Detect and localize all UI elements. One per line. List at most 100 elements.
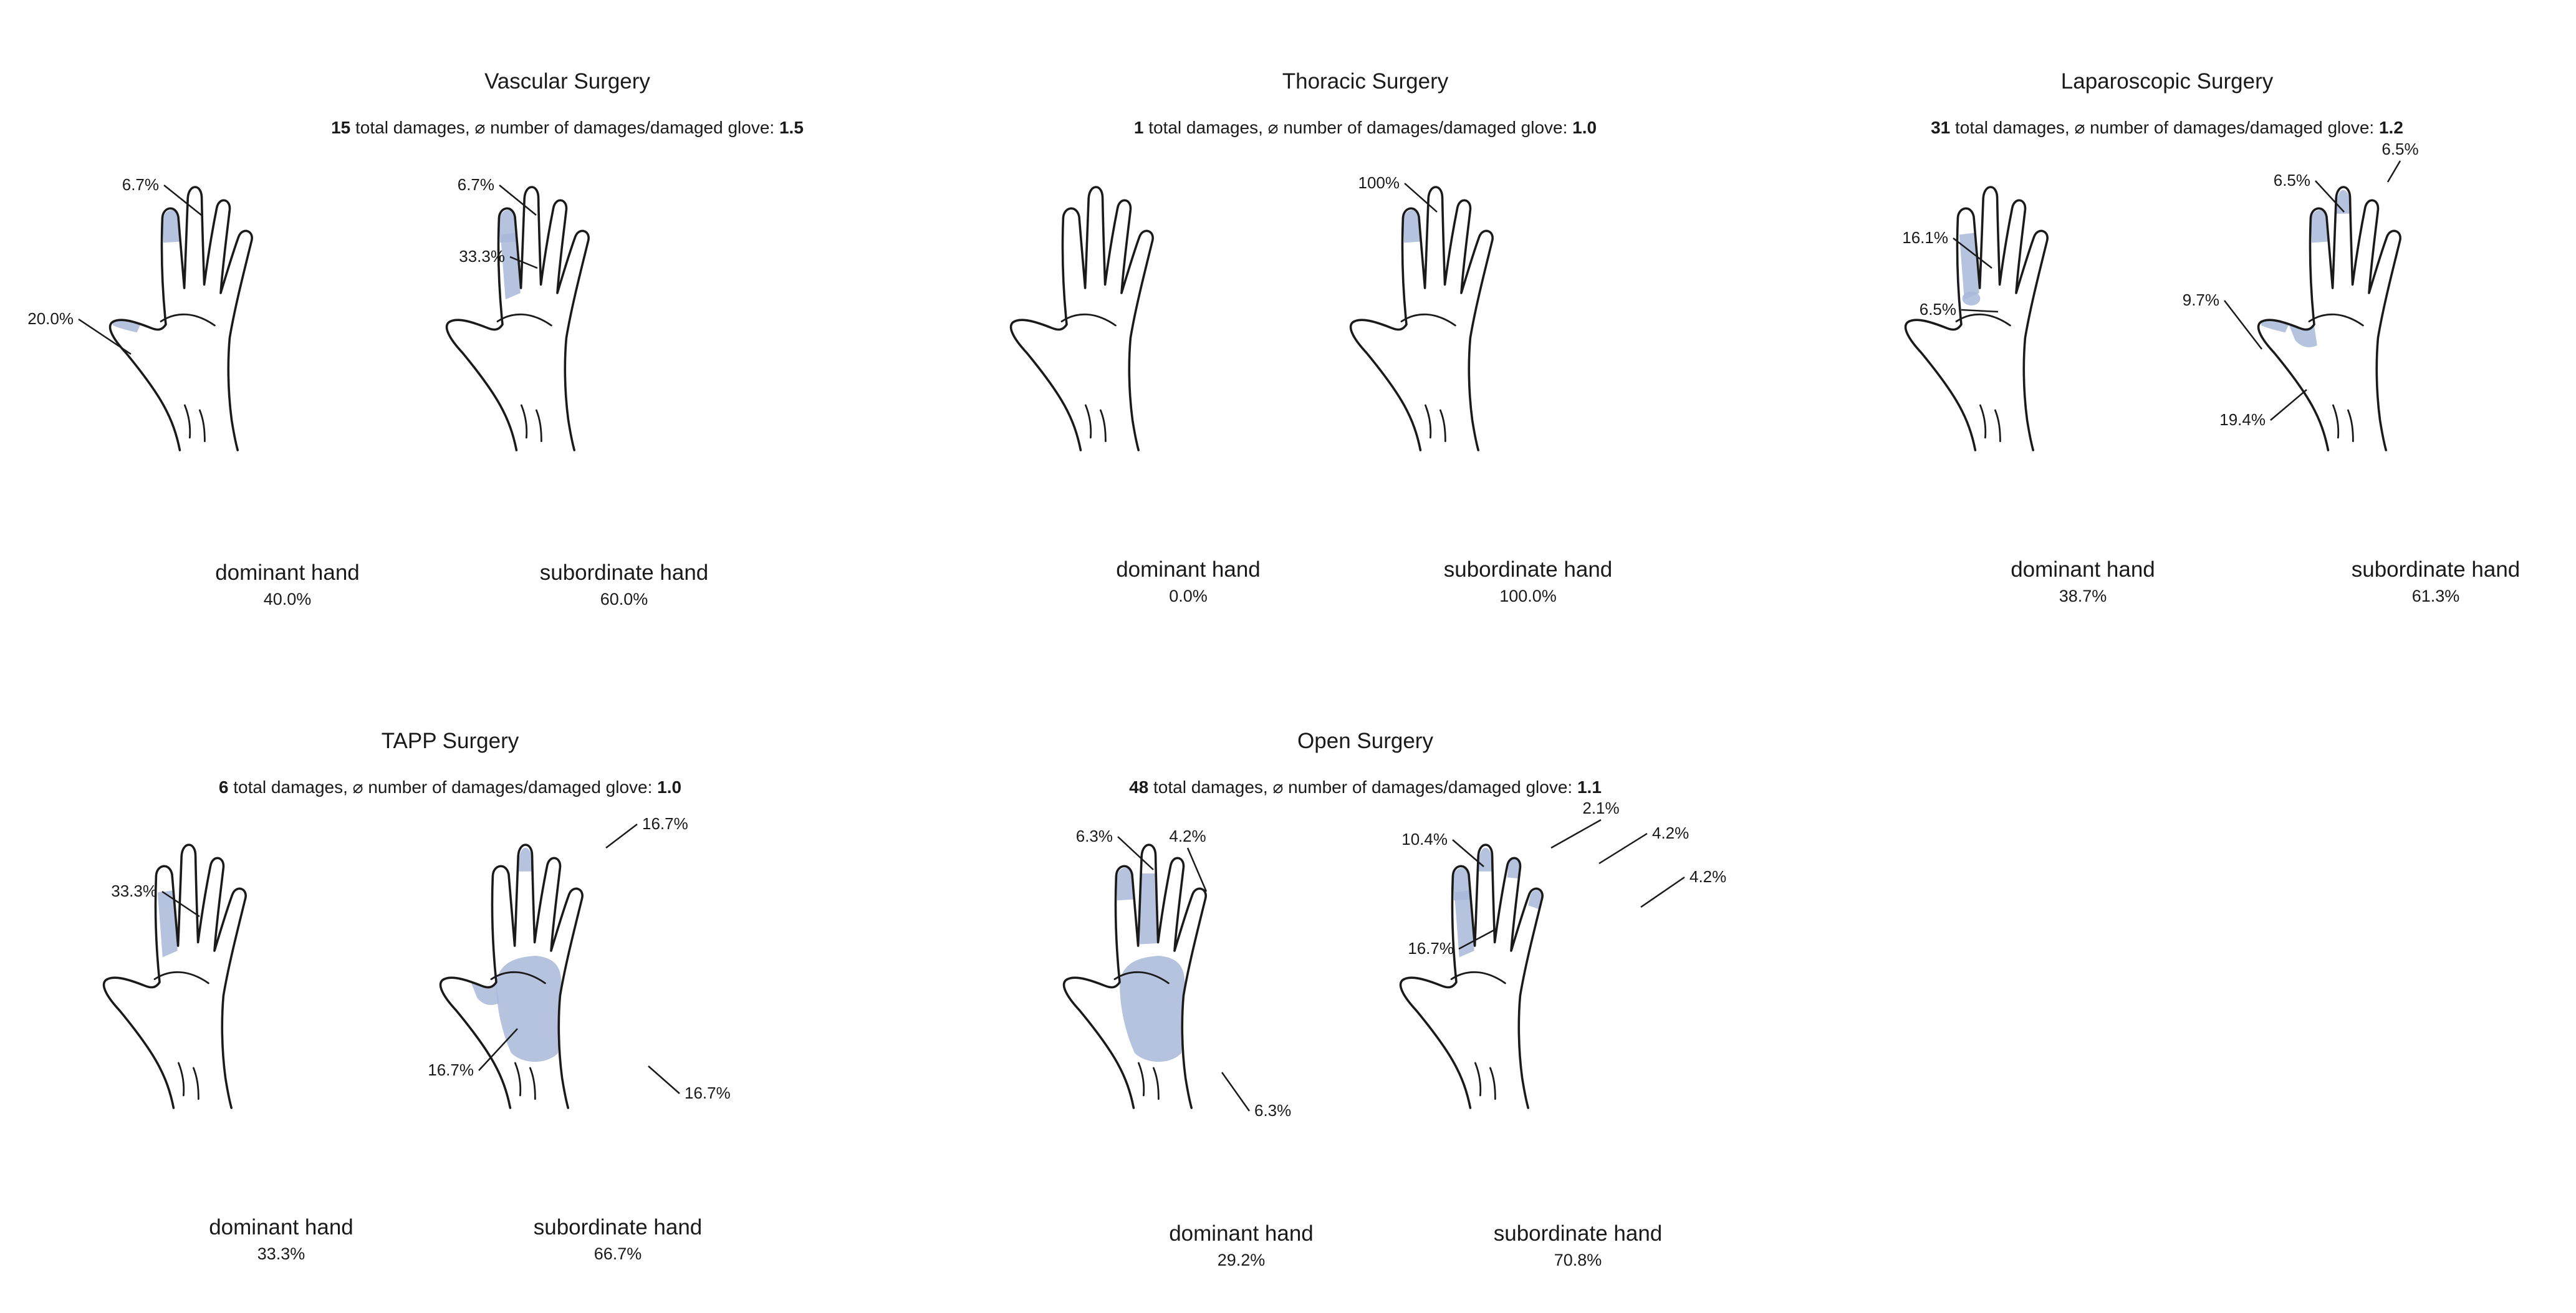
region-percent-label: 100% <box>1358 173 1400 192</box>
region-percent-label: 4.2% <box>1652 824 1689 842</box>
region-percent-label: 2.1% <box>1582 799 1619 817</box>
leader-line <box>2224 300 2262 350</box>
panel-laparoscopic: Laparoscopic Surgery 31 total damages, ⌀ … <box>1902 69 2520 605</box>
leader-line <box>78 318 132 355</box>
dominant-hand-caption: dominant hand <box>215 560 360 585</box>
subordinate-hand-share: 60.0% <box>600 590 648 608</box>
region-percent-label: 6.3% <box>1076 827 1113 845</box>
dominant-hand-caption: dominant hand <box>209 1215 353 1239</box>
subordinate-hand-caption: subordinate hand <box>540 560 709 585</box>
dominant-hand-diagram <box>1009 186 1154 451</box>
region-percent-label: 9.7% <box>2183 291 2219 309</box>
subordinate-hand-share: 61.3% <box>2412 587 2460 605</box>
panel-title: Open Surgery <box>1297 729 1433 753</box>
damage-region-index-fingertip <box>2311 209 2328 243</box>
avg-damages-value: 1.2 <box>2379 118 2403 137</box>
region-percent-label: 33.3% <box>459 247 505 266</box>
hand-outline <box>1009 186 1154 451</box>
leader-line <box>509 256 538 269</box>
region-percent-label: 10.4% <box>1401 830 1448 849</box>
damage-region-index-finger <box>1959 233 1979 300</box>
leader-line <box>2270 389 2307 421</box>
hand-outline <box>1399 844 1544 1109</box>
damage-region-middle-fingertip <box>519 847 532 872</box>
region-percent-label: 6.3% <box>1254 1101 1291 1120</box>
region-percent-label: 6.5% <box>2274 171 2310 190</box>
panel-subtitle: 6 total damages, ⌀ number of damages/dam… <box>219 777 681 797</box>
dominant-hand-caption: dominant hand <box>1116 557 1261 582</box>
leader-line <box>1221 1072 1251 1112</box>
total-damages-value: 31 <box>1931 118 1950 137</box>
damage-region-middle-fingertip <box>1479 847 1492 872</box>
avg-damages-value: 1.5 <box>779 118 804 137</box>
region-percent-label: 16.7% <box>1408 939 1454 958</box>
hand-outline <box>1349 186 1494 451</box>
region-percent-label: 4.2% <box>1169 827 1206 845</box>
region-percent-label: 16.1% <box>1902 228 1948 247</box>
hand-outline <box>2257 186 2401 451</box>
panel-title: Laparoscopic Surgery <box>2061 69 2274 94</box>
leader-line <box>2315 180 2345 213</box>
damage-region-thumb-base <box>471 983 499 1005</box>
leader-line <box>1953 238 1992 269</box>
subordinate-hand-diagram: 6.7% 33.3% <box>445 175 590 451</box>
panel-title: Vascular Surgery <box>484 69 650 94</box>
damage-region-index-fingertip <box>163 209 180 243</box>
leader-line <box>1404 183 1438 213</box>
hand-outline <box>1904 186 2049 451</box>
dominant-hand-caption: dominant hand <box>1169 1221 1314 1246</box>
leader-line <box>1961 309 1999 313</box>
leader-line <box>1117 836 1154 870</box>
subtitle-text: total damages, ⌀ number of damages/damag… <box>1148 777 1577 797</box>
leader-line <box>1186 847 1208 892</box>
panel-subtitle: 48 total damages, ⌀ number of damages/da… <box>1129 777 1602 797</box>
damage-region-index-fingertip <box>1117 867 1133 901</box>
subtitle-text: total damages, ⌀ number of damages/damag… <box>350 118 779 137</box>
damage-region-index-finger <box>1454 890 1474 958</box>
panel-vascular: Vascular Surgery 15 total damages, ⌀ numb… <box>27 69 804 608</box>
total-damages-value: 1 <box>1134 118 1144 137</box>
leader-line <box>648 1065 680 1094</box>
region-percent-label: 6.5% <box>2381 140 2418 158</box>
total-damages-value: 15 <box>331 118 350 137</box>
region-percent-label: 20.0% <box>27 309 74 328</box>
dominant-hand-share: 0.0% <box>1169 587 1208 605</box>
damage-region-index-finger <box>157 890 178 958</box>
dominant-hand-diagram: 6.7% 20.0% <box>27 175 253 451</box>
subordinate-hand-share: 70.8% <box>1554 1251 1602 1269</box>
hand-outline <box>445 186 590 451</box>
region-percent-label: 19.4% <box>2219 410 2266 429</box>
damage-region-palm <box>1120 956 1185 1062</box>
damage-region-index-fingertip <box>1403 209 1420 243</box>
region-percent-label: 4.2% <box>1689 867 1726 886</box>
leader-line <box>478 1028 518 1071</box>
avg-damages-value: 1.1 <box>1577 777 1602 797</box>
dominant-hand-diagram: 33.3% <box>102 844 247 1109</box>
region-percent-label: 6.7% <box>458 175 494 194</box>
leader-line <box>1550 819 1602 849</box>
subtitle-text: total damages, ⌀ number of damages/damag… <box>1950 118 2379 137</box>
region-percent-label: 16.7% <box>642 814 688 833</box>
panel-subtitle: 1 total damages, ⌀ number of damages/dam… <box>1134 118 1597 137</box>
total-damages-value: 48 <box>1129 777 1148 797</box>
dominant-hand-share: 33.3% <box>257 1244 305 1263</box>
subordinate-hand-diagram: 16.7%16.7%16.7% <box>428 814 731 1109</box>
region-percent-label: 16.7% <box>685 1084 731 1102</box>
leader-line <box>605 824 638 849</box>
region-percent-label: 6.7% <box>122 175 159 194</box>
region-percent-label: 6.5% <box>1920 300 1956 319</box>
leader-line <box>499 185 537 216</box>
damage-region-thumb-base <box>2289 325 2317 347</box>
dominant-hand-diagram: 6.3% 4.2% 6.3% <box>1062 827 1291 1120</box>
avg-damages-value: 1.0 <box>1572 118 1597 137</box>
leader-line <box>163 185 202 216</box>
damage-region-palm <box>496 956 562 1062</box>
dominant-hand-share: 40.0% <box>264 590 312 608</box>
damage-region-little-fingertip <box>1528 890 1542 910</box>
leader-line <box>1598 832 1648 865</box>
leader-line <box>1458 928 1497 950</box>
panel-open: Open Surgery 48 total damages, ⌀ number o… <box>1062 729 1726 1269</box>
damage-region-middle-finger <box>1140 873 1158 945</box>
